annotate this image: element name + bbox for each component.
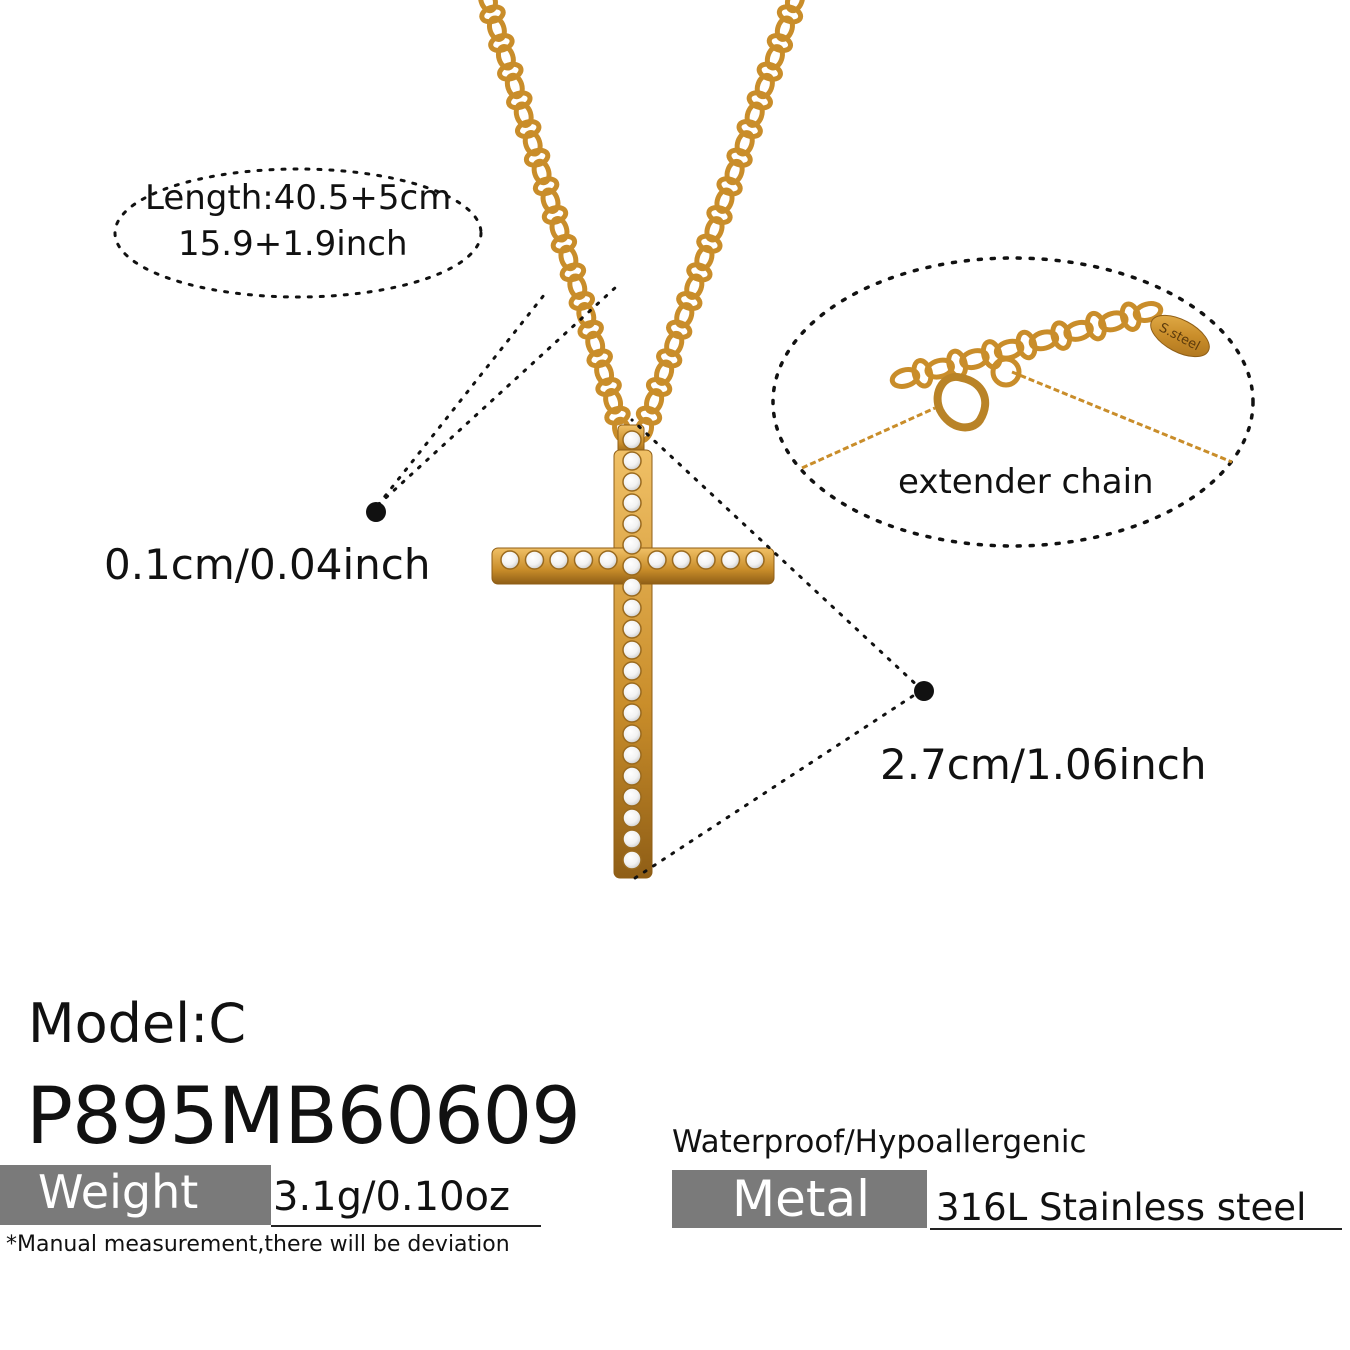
extender-label: extender chain bbox=[898, 462, 1154, 502]
metal-value: 316L Stainless steel bbox=[936, 1186, 1307, 1229]
chain-icon bbox=[478, 0, 632, 444]
weight-value: 3.1g/0.10oz bbox=[273, 1174, 511, 1220]
thickness-text: 0.1cm/0.04inch bbox=[104, 540, 431, 589]
metal-underline bbox=[930, 1228, 1342, 1230]
measure-dot-icon bbox=[366, 502, 386, 522]
sku-text: P895MB60609 bbox=[26, 1072, 581, 1162]
measurement-note: *Manual measurement,there will be deviat… bbox=[6, 1232, 510, 1257]
lobster-clasp-icon bbox=[933, 356, 1022, 432]
extender-callout-ellipse bbox=[771, 256, 1255, 548]
measure-dot-icon bbox=[914, 681, 934, 701]
model-text: Model:C bbox=[28, 992, 247, 1055]
width-text: 2.7cm/1.06inch bbox=[880, 740, 1207, 789]
length-cm-text: Length:40.5+5cm bbox=[145, 178, 452, 218]
extender-chain-icon: S.steel bbox=[801, 301, 1233, 470]
features-text: Waterproof/Hypoallergenic bbox=[672, 1124, 1087, 1160]
metal-label: Metal bbox=[672, 1170, 927, 1228]
measurement-leaders bbox=[376, 285, 924, 882]
length-callout-ellipse bbox=[113, 167, 483, 299]
weight-underline bbox=[271, 1225, 541, 1227]
cross-pendant-icon bbox=[491, 424, 775, 879]
weight-label: Weight bbox=[0, 1165, 271, 1225]
chain-icon bbox=[633, 0, 806, 444]
length-inch-text: 15.9+1.9inch bbox=[178, 224, 408, 264]
